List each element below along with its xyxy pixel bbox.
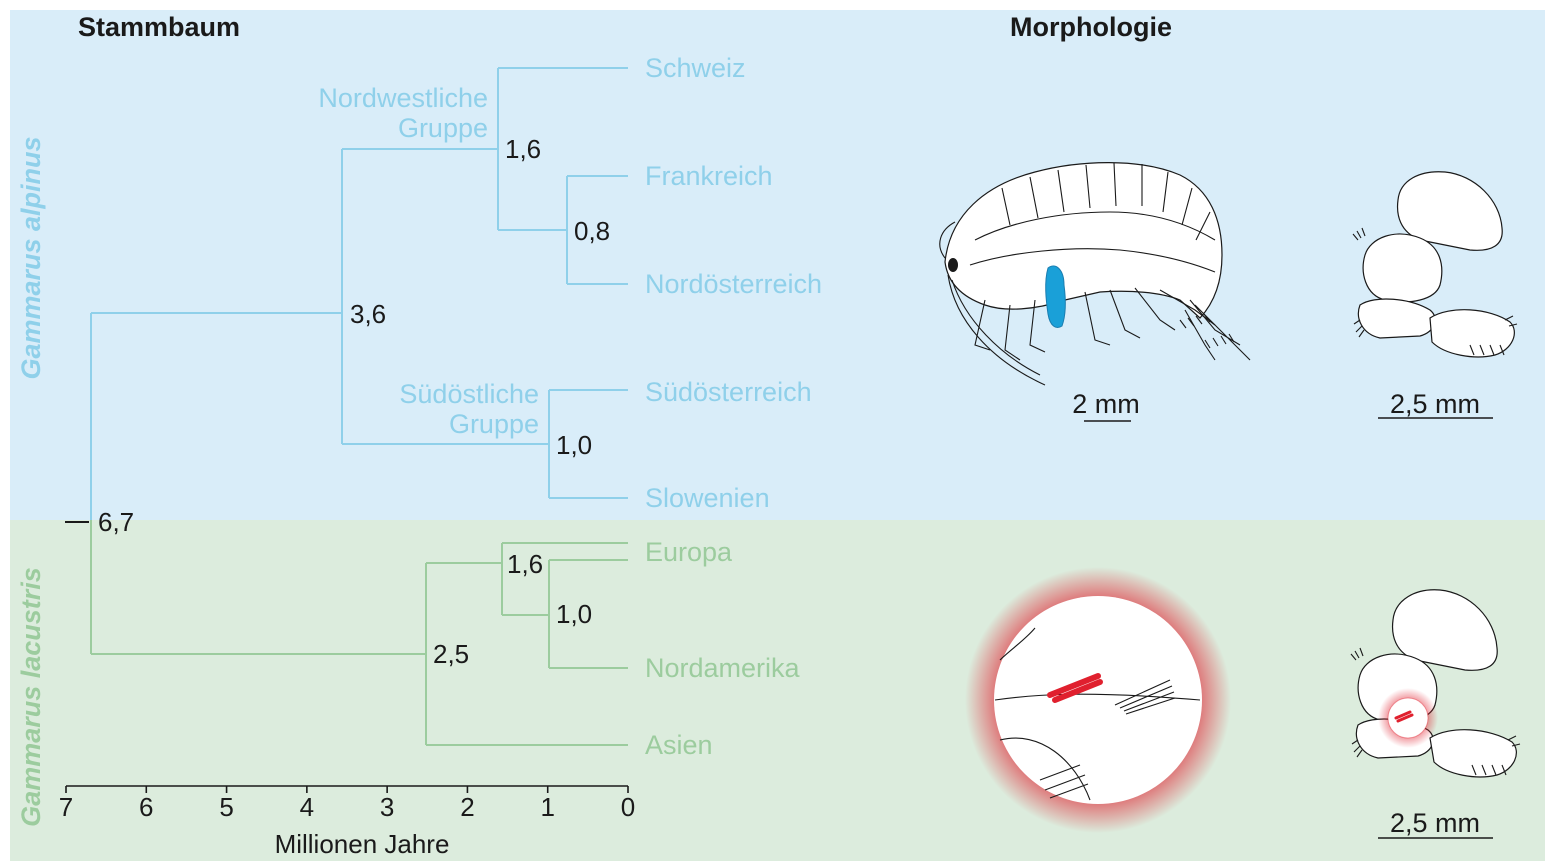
highlighted-gnathopod-blue	[1046, 266, 1066, 328]
axis-tick-label: 2	[460, 792, 474, 822]
alpinus-group-label: Gammarus alpinus	[16, 136, 46, 379]
scalebar-label-appendage-alpinus: 2,5 mm	[1390, 389, 1480, 419]
lacustris-group-label: Gammarus lacustris	[16, 567, 46, 827]
tip-slowenien: Slowenien	[645, 483, 770, 513]
tip-europa: Europa	[645, 537, 733, 567]
lacustris-detail-magnifier	[965, 567, 1231, 833]
tip-asien: Asien	[645, 730, 713, 760]
clade-northwest-line2: Gruppe	[398, 113, 488, 143]
alpinus-body-scalebar: 2 mm	[1072, 389, 1140, 421]
morphology-heading: Morphologie	[1010, 12, 1172, 42]
axis-tick-label: 5	[219, 792, 233, 822]
node-label-northwest: 1,6	[505, 134, 541, 164]
tip-schweiz: Schweiz	[645, 53, 746, 83]
axis-tick-label: 3	[380, 792, 394, 822]
lacustris-appendage-scalebar: 2,5 mm	[1378, 808, 1493, 838]
eye-icon	[948, 258, 958, 272]
node-label-southeast: 1,0	[556, 430, 592, 460]
node-label-fr-noe: 0,8	[574, 216, 610, 246]
alpinus-appendage-scalebar: 2,5 mm	[1378, 389, 1493, 419]
lacustris-background	[10, 520, 1545, 861]
clade-southeast-line1: Südöstliche	[399, 379, 539, 409]
tip-suedoesterreich: Südösterreich	[645, 377, 812, 407]
tip-frankreich: Frankreich	[645, 161, 773, 191]
basis-segment	[1363, 234, 1442, 302]
node-label-lacustris: 2,5	[433, 639, 469, 669]
node-label-alpinus: 3,6	[350, 299, 386, 329]
node-label-eur-nam-inner: 1,0	[556, 599, 592, 629]
axis-tick-label: 6	[139, 792, 153, 822]
axis-tick-label: 0	[621, 792, 635, 822]
node-label-eur-nam: 1,6	[507, 549, 543, 579]
tip-nordamerika: Nordamerika	[645, 653, 801, 683]
axis-tick-label: 1	[540, 792, 554, 822]
axis-tick-label: 7	[59, 792, 73, 822]
node-label-root: 6,7	[98, 507, 134, 537]
tree-heading: Stammbaum	[78, 12, 240, 42]
scalebar-label-appendage-lacustris: 2,5 mm	[1390, 808, 1480, 838]
clade-southeast-line2: Gruppe	[449, 409, 539, 439]
clade-northwest-line1: Nordwestliche	[318, 83, 488, 113]
axis-label: Millionen Jahre	[275, 829, 450, 859]
alpinus-background	[10, 10, 1545, 520]
tip-nordoesterreich: Nordösterreich	[645, 269, 822, 299]
scalebar-label-body: 2 mm	[1072, 389, 1140, 419]
axis-tick-label: 4	[300, 792, 314, 822]
magnifier-lens	[994, 596, 1202, 804]
